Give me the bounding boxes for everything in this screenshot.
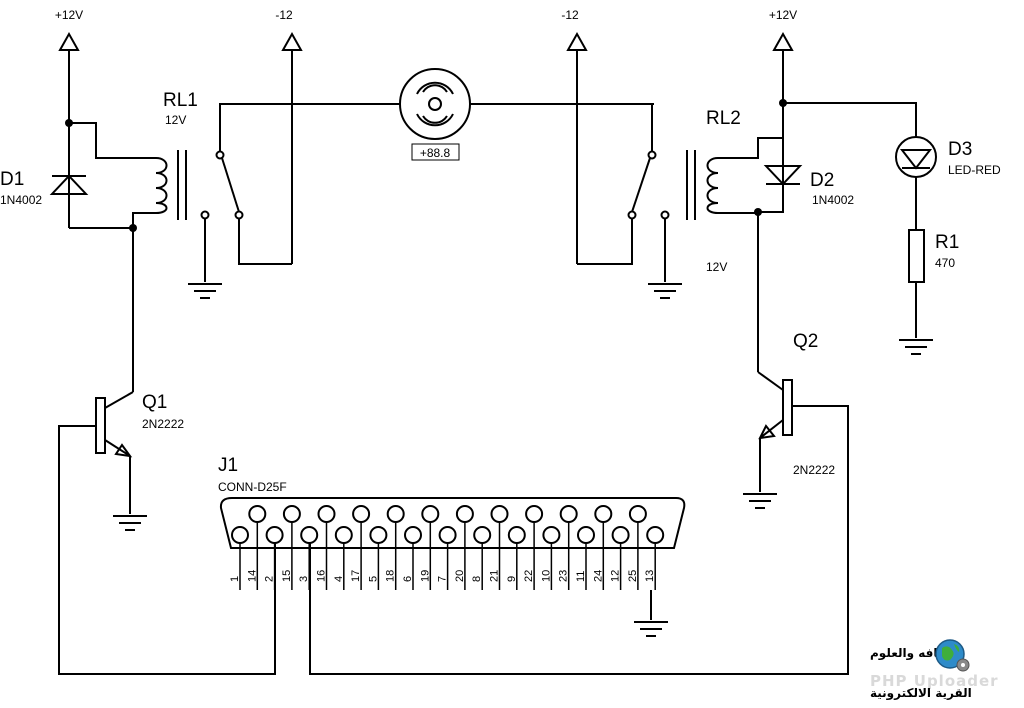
j1-pin-number: 21: [489, 570, 501, 582]
svg-text:RL2: RL2: [706, 108, 741, 129]
j1-pin: [282, 505, 301, 523]
j1-pin-number: 3: [298, 576, 310, 582]
ground-q2: [743, 493, 777, 509]
j1-pin: [300, 526, 319, 544]
svg-text:LED-RED: LED-RED: [948, 163, 1001, 177]
j1-pin: [334, 526, 353, 544]
watermark-text-php: PHP Uploader: [870, 672, 999, 690]
svg-text:+12V: +12V: [769, 8, 797, 22]
svg-text:R1: R1: [935, 232, 959, 253]
j1-pin-number: 20: [454, 570, 466, 582]
j1-connector: J1 CONN-D25F 1 14 2 15 3 16 4 17 5 18 6 19 7 20 8 21 9 22…: [218, 455, 686, 590]
j1-pin-number: 8: [471, 576, 483, 582]
svg-text:+88.8: +88.8: [420, 146, 451, 160]
j1-pin-number: 10: [540, 570, 552, 582]
ground-rl1: [188, 283, 222, 299]
globe-gear-icon: [935, 639, 970, 672]
j1-pin-number: 15: [281, 570, 293, 582]
j1-pin: [317, 505, 336, 523]
j1-pin: [577, 526, 595, 544]
j1-pin: [646, 526, 665, 544]
svg-text:12V: 12V: [165, 113, 186, 127]
j1-pin: [507, 526, 526, 544]
ground-j1: [634, 590, 668, 637]
j1-pin-number: 7: [437, 576, 449, 582]
rl2-relay: RL2 12V: [577, 104, 783, 282]
j1-pin-number: 4: [333, 576, 345, 582]
ground-led: [899, 339, 933, 355]
svg-text:2N2222: 2N2222: [142, 417, 184, 431]
vcc-left-terminal: +12V: [55, 8, 83, 123]
j1-pin: [248, 505, 267, 523]
neg-left-terminal: -12: [275, 8, 303, 264]
j1-pin-number: 5: [367, 576, 379, 582]
j1-pin-number: 2: [264, 576, 276, 582]
svg-text:D2: D2: [810, 170, 834, 191]
j1-pin: [473, 526, 492, 544]
svg-text:J1: J1: [218, 455, 238, 476]
j1-pin: [231, 526, 249, 544]
d3-led: D3 LED-RED: [895, 136, 1001, 230]
j1-pin: [455, 505, 474, 523]
j1-pin: [542, 526, 561, 544]
j1-pin: [611, 526, 630, 544]
j1-pin: [490, 505, 509, 523]
j1-pin: [525, 505, 544, 523]
j1-pin: [352, 505, 371, 523]
d2-diode: D2 1N4002: [754, 138, 854, 216]
motor: +88.8: [399, 68, 654, 161]
watermark-text-arabic-top: ثقافه والعلوم: [870, 646, 952, 660]
svg-text:D3: D3: [948, 139, 972, 160]
j1-pin-number: 25: [627, 570, 639, 582]
svg-text:RL1: RL1: [163, 90, 198, 111]
rl1-relay: RL1 12V: [155, 90, 400, 282]
vcc-right-terminal: +12V: [769, 8, 797, 138]
svg-text:Q1: Q1: [142, 392, 167, 413]
j1-pin: [404, 526, 422, 544]
j1-pin-number: 18: [385, 570, 397, 582]
svg-text:+12V: +12V: [55, 8, 83, 22]
j1-pin-number: 12: [610, 570, 622, 582]
ground-q1: [113, 515, 147, 531]
j1-pin-number: 16: [316, 570, 328, 582]
svg-text:470: 470: [935, 256, 955, 270]
neg-right-terminal: -12: [561, 8, 588, 264]
j1-pin: [559, 505, 578, 523]
j1-pin-number: 23: [558, 570, 570, 582]
svg-text:Q2: Q2: [793, 331, 818, 352]
watermark-text-arabic-bottom: القرية الالكترونية: [870, 686, 972, 700]
j1-pin: [386, 505, 405, 523]
j1-pin-number: 13: [644, 570, 656, 582]
svg-text:2N2222: 2N2222: [793, 463, 835, 477]
j1-pin: [594, 505, 613, 523]
r1-resistor: R1 470: [908, 229, 959, 338]
ground-rl2: [648, 283, 682, 299]
j1-pin-number: 14: [246, 570, 258, 582]
svg-text:1N4002: 1N4002: [0, 193, 42, 207]
j1-pin-number: 19: [419, 570, 431, 582]
svg-text:CONN-D25F: CONN-D25F: [218, 480, 287, 494]
j1-pin-number: 9: [506, 576, 518, 582]
q1-transistor: Q1 2N2222: [95, 391, 184, 514]
j1-pin: [369, 526, 388, 544]
svg-text:-12: -12: [561, 8, 579, 22]
svg-text:D1: D1: [0, 169, 24, 190]
j1-pin: [265, 526, 284, 544]
j1-pin-number: 1: [229, 576, 241, 582]
j1-pin: [438, 526, 457, 544]
j1-pin-number: 6: [402, 576, 414, 582]
svg-text:1N4002: 1N4002: [812, 193, 854, 207]
j1-pin-number: 22: [523, 570, 535, 582]
svg-text:-12: -12: [275, 8, 293, 22]
d1-diode: D1 1N4002: [0, 123, 89, 228]
j1-pin-number: 11: [575, 571, 587, 582]
j1-pin-number: 24: [592, 570, 604, 582]
j1-pin: [628, 505, 647, 523]
j1-pin-number: 17: [350, 570, 362, 582]
j1-pin: [421, 505, 440, 523]
svg-text:12V: 12V: [706, 260, 727, 274]
watermark-logo: ثقافه والعلوم PHP Uploader القرية الالكت…: [870, 636, 1020, 702]
q2-transistor: Q2 2N2222: [757, 331, 835, 492]
